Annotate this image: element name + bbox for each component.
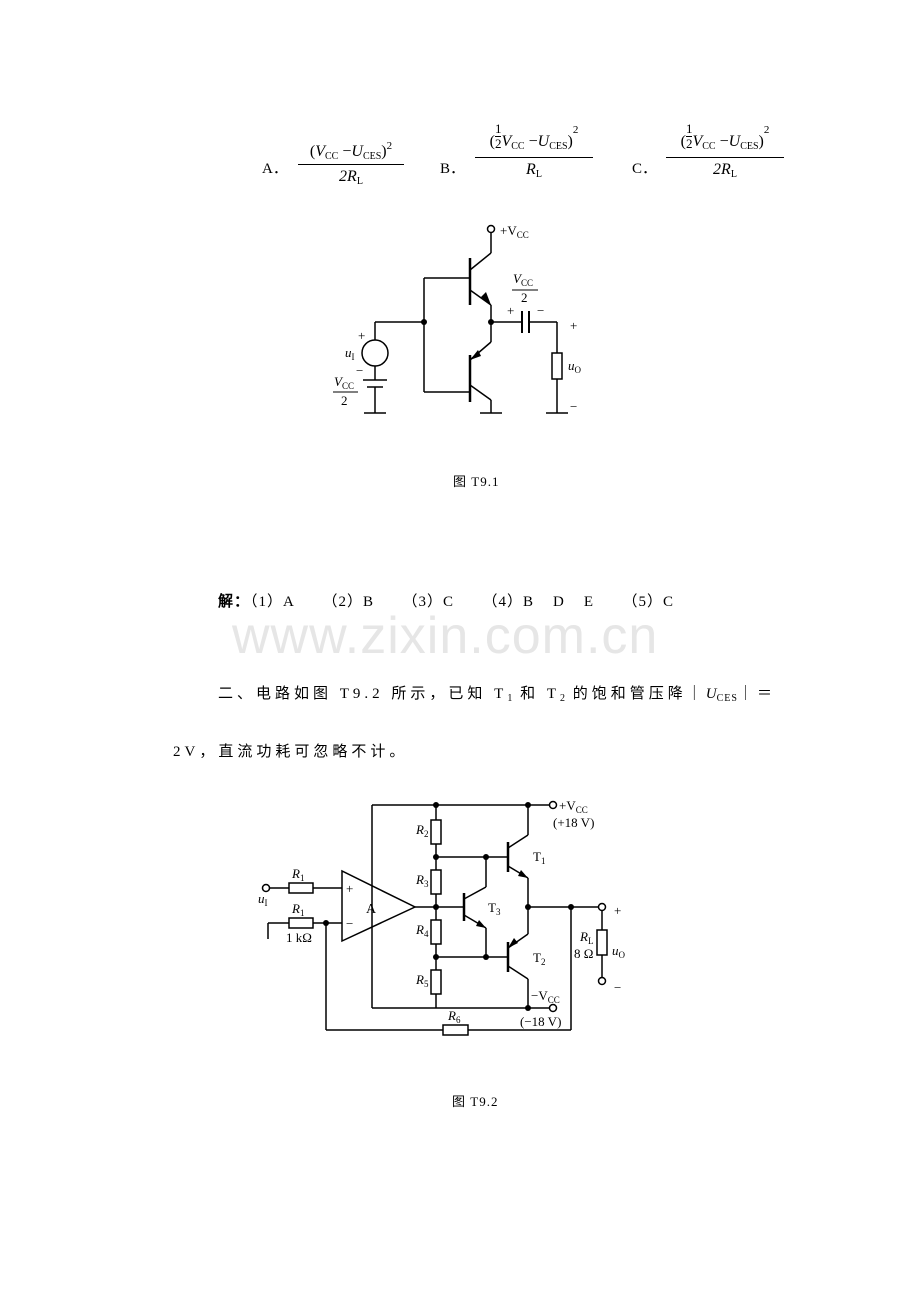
- figure-caption-t9-2: 图 T9.2: [452, 1094, 499, 1109]
- answer-line: 解：（1）A （2）B （3）C （4）B D E （5）C: [218, 590, 674, 611]
- input-plus: +: [358, 328, 365, 343]
- rl-label: RL: [579, 929, 593, 946]
- vcc-neg-label: −VCC: [531, 988, 560, 1005]
- r6-label: R6: [447, 1008, 461, 1025]
- question-2-line-2: 2V，直流功耗可忽略不计。: [173, 744, 409, 760]
- t3-label: T3: [488, 900, 501, 917]
- opamp-minus: −: [346, 916, 353, 931]
- vcc-pos-value: (+18 V): [553, 815, 594, 830]
- vcc-neg-value: (−18 V): [520, 1014, 561, 1029]
- vcc-label: +VCC: [500, 223, 529, 240]
- input-voltage-label: uI: [258, 891, 268, 908]
- cap-minus: −: [537, 303, 544, 318]
- output-voltage-label: uO: [612, 943, 626, 960]
- option-a-fraction: (VCC −UCES)2 2RL: [298, 140, 404, 187]
- output-minus: −: [614, 980, 621, 995]
- cap-voltage-den: 2: [521, 290, 528, 305]
- t1-label: T1: [533, 849, 545, 866]
- figure-caption-t9-1: 图 T9.1: [453, 474, 500, 489]
- answer-prefix: 解：: [218, 594, 251, 610]
- output-minus: −: [570, 399, 577, 414]
- option-b-label: B．: [440, 161, 466, 177]
- r5-label: R5: [415, 972, 429, 989]
- output-plus: +: [614, 903, 621, 918]
- r1-value: 1 kΩ: [286, 930, 312, 945]
- opamp-label: A: [366, 902, 377, 917]
- bias-voltage-num: VCC: [334, 374, 354, 391]
- vcc-pos-label: +VCC: [559, 798, 588, 815]
- cap-voltage-num: VCC: [513, 271, 533, 288]
- t2-label: T2: [533, 950, 545, 967]
- r4-label: R4: [415, 922, 429, 939]
- option-a-label: A．: [262, 161, 288, 177]
- watermark: www.zixin.com.cn: [232, 607, 659, 665]
- opamp-plus: +: [346, 881, 353, 896]
- output-plus: +: [570, 318, 577, 333]
- option-c-label: C．: [632, 161, 658, 177]
- circuit-diagram-t9-2: +VCC (+18 V) −VCC (−18 V) R1 R1 1 kΩ R2 …: [258, 798, 626, 1036]
- input-voltage-label: uI: [345, 345, 355, 362]
- r1-bottom-label: R1: [291, 901, 304, 918]
- circuit-diagram-t9-1: +VCC VCC 2 + − + − uO + uI − VCC 2: [333, 223, 582, 414]
- question-2-line-1: 二、电路如图 T9.2 所示，已知 T1 和 T2 的饱和管压降｜UCES｜＝: [218, 686, 776, 704]
- answer-items: （1）A （2）B （3）C （4）B D E （5）C: [250, 594, 675, 610]
- r3-label: R3: [415, 872, 429, 889]
- r1-top-label: R1: [291, 866, 304, 883]
- rl-value: 8 Ω: [574, 946, 593, 961]
- output-voltage-label: uO: [568, 358, 582, 375]
- cap-plus: +: [507, 303, 514, 318]
- r2-label: R2: [415, 822, 428, 839]
- bias-voltage-den: 2: [341, 393, 348, 408]
- input-minus: −: [356, 363, 363, 378]
